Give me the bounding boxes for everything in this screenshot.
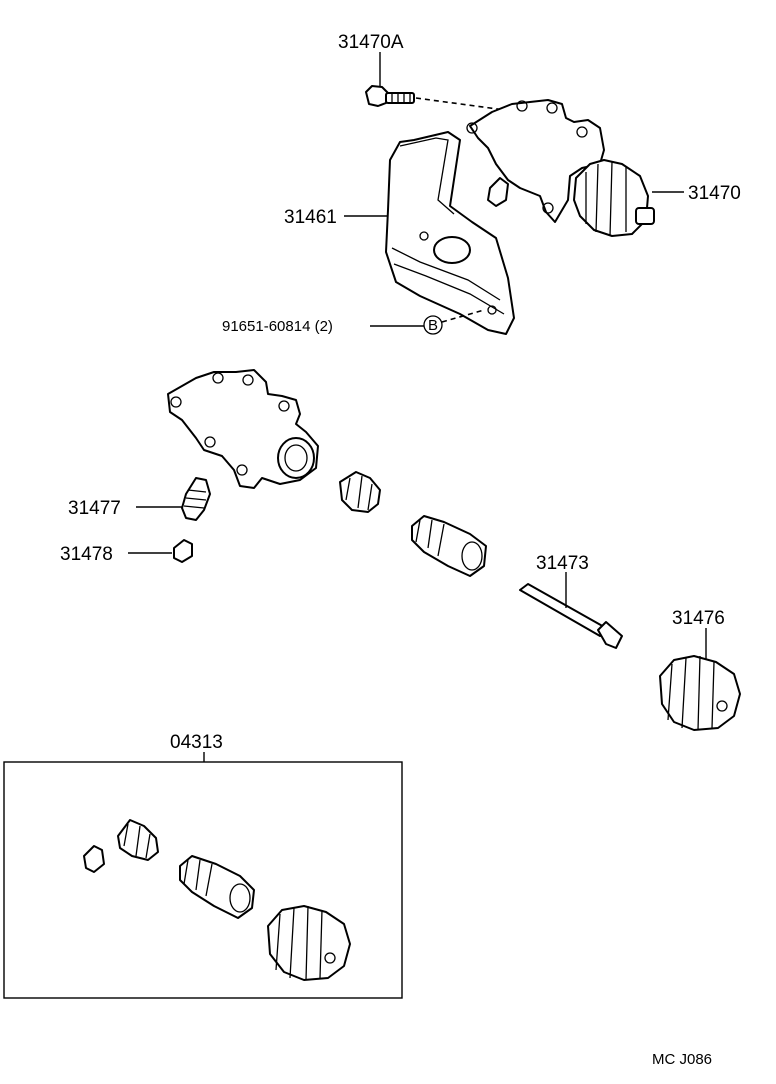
boot-31476 xyxy=(659,655,741,731)
bracket-31461 xyxy=(385,131,515,335)
bleeder-plug-31477 xyxy=(181,477,211,521)
label-04313: 04313 xyxy=(170,732,223,753)
cup-seal xyxy=(339,471,381,513)
label-31470: 31470 xyxy=(688,183,741,204)
cylinder-body xyxy=(167,369,319,489)
label-31461: 31461 xyxy=(284,207,337,228)
label-31476: 31476 xyxy=(672,608,725,629)
label-31470a: 31470A xyxy=(338,32,404,53)
cylinder-assembly-31470 xyxy=(466,99,655,237)
kit-piston xyxy=(179,855,255,919)
label-91651-60814: 91651-60814 (2) xyxy=(222,318,333,335)
kit-cap xyxy=(83,845,105,873)
push-rod-31473 xyxy=(519,583,623,649)
bleeder-cap-31478 xyxy=(173,539,193,563)
piston xyxy=(411,515,487,577)
diagram-code: MC J086 xyxy=(652,1051,712,1068)
label-31473: 31473 xyxy=(536,553,589,574)
callout-b-circle xyxy=(423,315,443,335)
kit-box-04313 xyxy=(3,752,403,999)
kit-boot xyxy=(267,905,351,981)
kit-cup-seal xyxy=(117,819,159,861)
bolt-31470a xyxy=(365,85,506,111)
label-31478: 31478 xyxy=(60,544,113,565)
callout-b-letter: B xyxy=(428,317,438,334)
label-31477: 31477 xyxy=(68,498,121,519)
callout-b-dashed-line xyxy=(441,309,485,323)
